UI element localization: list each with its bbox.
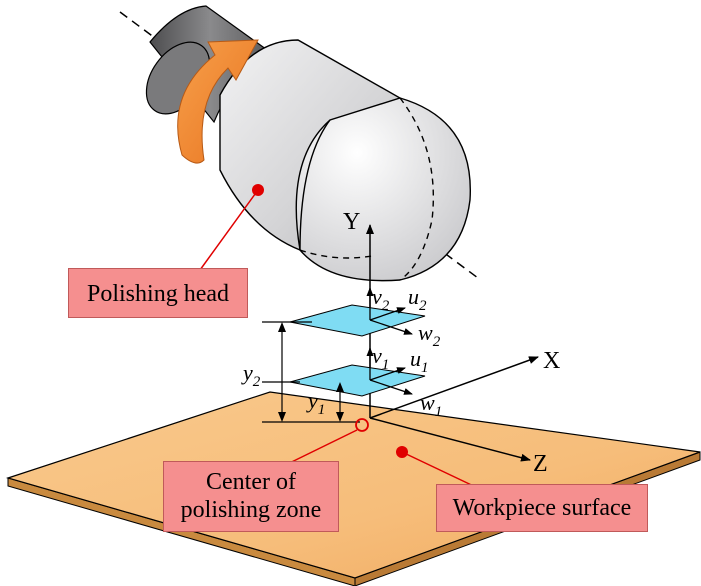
w1-vector [369,379,413,395]
v2-label: v2 [372,284,390,314]
z-axis-label: Z [533,451,548,477]
y1-arrowhead-bottom [336,412,344,422]
u1-vector [369,367,406,381]
polishing-head-label: Polishing head [68,268,248,318]
workpiece-label: Workpiece surface [436,484,648,532]
u1-label: u1 [410,346,429,376]
center-label: Center of polishing zone [163,461,339,532]
workpiece-pointer-line [401,451,483,491]
center-marker [355,418,369,432]
w2-label: w2 [418,320,441,350]
center-label-line2: polishing zone [180,497,322,523]
y1-arrowhead-top [336,382,344,392]
z-axis [369,417,531,462]
workpiece-text: Workpiece surface [452,495,632,521]
u2-label: u2 [408,284,427,314]
y2-arrowhead-bottom [278,412,286,422]
rotation-arrow [177,39,259,164]
y2-label: y2 [241,360,261,390]
center-label-line1: Center of [206,469,296,495]
v1-label: v1 [372,343,389,373]
head-pointer-line [199,189,259,271]
x-axis-label: X [543,348,560,374]
w2-vector [369,319,413,335]
y-axis-label: Y [343,209,360,235]
y1-label: y1 [306,388,325,418]
x-axis [369,356,539,419]
polishing-head-body [219,39,471,282]
u2-vector [369,307,406,321]
y2-arrowhead-top [278,322,286,332]
polishing-head-text: Polishing head [87,281,229,307]
